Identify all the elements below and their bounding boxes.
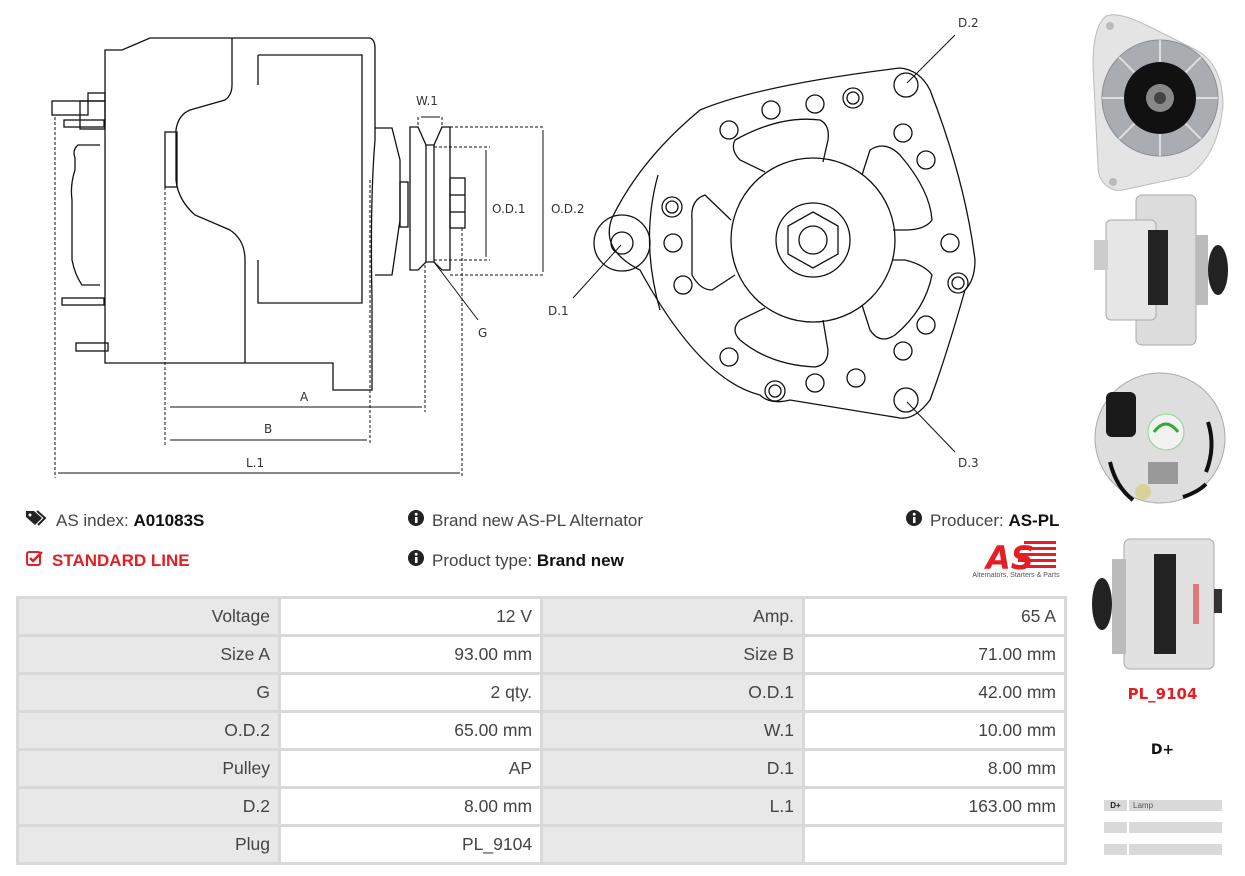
spec-label: Voltage: [16, 596, 281, 637]
pin-value: [1129, 844, 1222, 855]
line-label: STANDARD LINE: [52, 550, 190, 570]
spec-label: Size B: [540, 634, 805, 675]
spec-value: 163.00 mm: [802, 786, 1067, 827]
front-arrows: [572, 34, 956, 453]
producer-label: Producer:: [930, 510, 1004, 530]
info-icon: [408, 550, 424, 571]
label-od1: O.D.1: [492, 202, 525, 216]
spec-value: 8.00 mm: [277, 786, 544, 827]
spec-value: 65.00 mm: [277, 710, 544, 751]
spec-value: 65 A: [802, 596, 1067, 637]
as-index-value: A01083S: [133, 510, 205, 530]
pin-row: [1104, 844, 1222, 855]
label-a: A: [300, 390, 309, 404]
pin-key: [1104, 844, 1127, 855]
spec-label: Size A: [16, 634, 281, 675]
spec-label: W.1: [540, 710, 805, 751]
spec-label: L.1: [540, 786, 805, 827]
product-type: Product type: Brand new: [408, 550, 624, 571]
front-view: [593, 67, 976, 419]
photo-rear[interactable]: [1088, 352, 1233, 520]
spec-value: AP: [277, 748, 544, 789]
technical-drawing: W.1 O.D.1 O.D.2 A B L.1 G D.1: [0, 0, 1080, 490]
tags-icon: [26, 510, 48, 531]
standard-line: STANDARD LINE: [26, 550, 190, 571]
spec-label: G: [16, 672, 281, 713]
spec-value: [802, 824, 1067, 865]
label-d2: D.2: [958, 16, 979, 30]
pin-table: D+ Lamp: [1104, 800, 1222, 866]
info-icon: [408, 510, 424, 531]
pin-key: D+: [1104, 800, 1127, 811]
photo-side-right[interactable]: [1088, 190, 1233, 350]
pin-row: D+ Lamp: [1104, 800, 1222, 811]
spec-label: O.D.1: [540, 672, 805, 713]
dimension-arrows: [58, 116, 544, 474]
description: Brand new AS-PL Alternator: [408, 510, 643, 531]
label-b: B: [264, 422, 272, 436]
spec-label: D.1: [540, 748, 805, 789]
product-type-label: Product type:: [432, 550, 533, 570]
spec-label: D.2: [16, 786, 281, 827]
side-view: [51, 37, 466, 391]
spec-label: Plug: [16, 824, 281, 865]
spec-value: PL_9104: [277, 824, 544, 865]
product-photos: PL_9104 D+ D+ Lamp: [1080, 0, 1245, 876]
product-type-value: Brand new: [536, 550, 624, 570]
spec-value: 93.00 mm: [277, 634, 544, 675]
pin-key: [1104, 822, 1127, 833]
label-od2: O.D.2: [551, 202, 584, 216]
label-g: G: [478, 326, 487, 340]
spec-label: Amp.: [540, 596, 805, 637]
checkbox-checked-icon: [26, 550, 44, 571]
logo-text: AS: [983, 539, 1034, 572]
spec-label: [540, 824, 805, 865]
pin-value: [1129, 822, 1222, 833]
plug-terminal: D+: [1150, 742, 1175, 758]
photo-front[interactable]: [1088, 6, 1233, 191]
label-d3: D.3: [958, 456, 979, 470]
info-icon: [906, 510, 922, 531]
as-pl-logo: AS: [962, 538, 1070, 584]
as-index: AS index: A01083S: [26, 510, 204, 531]
producer-value: AS-PL: [1008, 510, 1060, 530]
spec-value: 42.00 mm: [802, 672, 1067, 713]
photo-side-left[interactable]: [1088, 534, 1233, 674]
spec-label: Pulley: [16, 748, 281, 789]
spec-value: 2 qty.: [277, 672, 544, 713]
pin-value: Lamp: [1129, 800, 1222, 811]
as-index-label: AS index:: [56, 510, 129, 530]
spec-label: O.D.2: [16, 710, 281, 751]
spec-value: 8.00 mm: [802, 748, 1067, 789]
pin-row: [1104, 822, 1222, 833]
spec-value: 10.00 mm: [802, 710, 1067, 751]
spec-value: 71.00 mm: [802, 634, 1067, 675]
producer: Producer: AS-PL: [906, 510, 1059, 531]
alternator-drawing-svg: W.1 O.D.1 O.D.2 A B L.1 G D.1: [51, 16, 979, 478]
plug-name: PL_9104: [1127, 685, 1198, 703]
dimension-guides: [54, 117, 545, 478]
logo-tagline: Alternators, Starters & Parts: [972, 572, 1060, 579]
description-text: Brand new AS-PL Alternator: [432, 510, 644, 530]
label-w1: W.1: [416, 94, 438, 108]
label-d1: D.1: [548, 304, 569, 318]
spec-value: 12 V: [277, 596, 544, 637]
label-l1: L.1: [246, 456, 264, 470]
